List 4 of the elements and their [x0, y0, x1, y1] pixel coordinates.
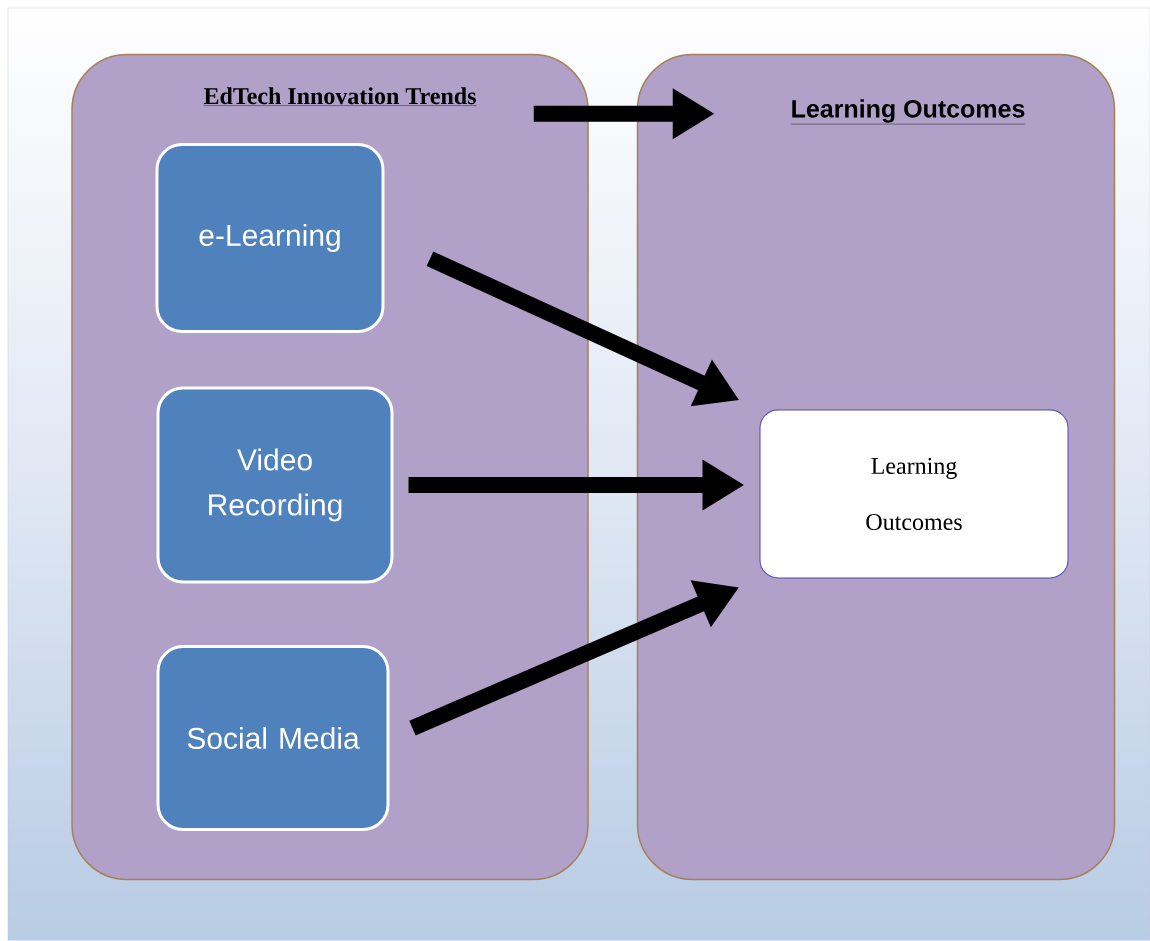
rounded-box: Video Recording — [156, 386, 394, 584]
rounded-box: e-Learning — [155, 143, 385, 333]
rounded-box: Social Media — [156, 645, 390, 831]
result-box: Learning Outcomes — [759, 409, 1069, 579]
